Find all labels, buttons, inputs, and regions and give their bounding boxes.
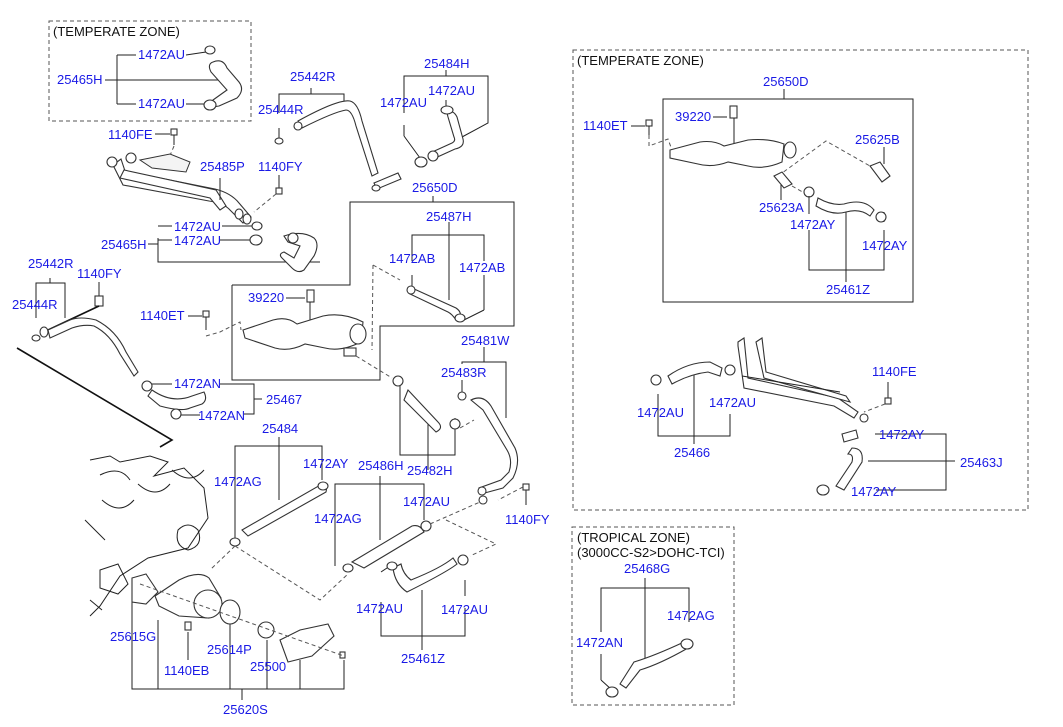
part-label-25614p[interactable]: 25614P xyxy=(207,642,252,657)
part-label-1472au[interactable]: 1472AU xyxy=(174,219,221,234)
part-label-1472au[interactable]: 1472AU xyxy=(403,494,450,509)
hose-25465h-tz xyxy=(105,45,243,111)
pipe-assembly-right xyxy=(650,337,955,496)
part-label-1472au[interactable]: 1472AU xyxy=(138,96,185,111)
part-label-1140fy[interactable]: 1140FY xyxy=(258,159,303,174)
part-label-25486h[interactable]: 25486H xyxy=(358,458,404,473)
part-label-1472ag[interactable]: 1472AG xyxy=(314,511,362,526)
temperate-zone-box-right xyxy=(572,49,1029,511)
part-label-1140fy[interactable]: 1140FY xyxy=(505,512,550,527)
part-label-1472ag[interactable]: 1472AG xyxy=(214,474,262,489)
part-label-1472ay[interactable]: 1472AY xyxy=(851,484,897,499)
part-label-25466[interactable]: 25466 xyxy=(674,445,711,460)
part-label-1140eb[interactable]: 1140EB xyxy=(164,663,210,678)
part-label-25444r[interactable]: 25444R xyxy=(258,102,304,117)
part-label-25465h[interactable]: 25465H xyxy=(101,237,147,252)
part-label-1472an[interactable]: 1472AN xyxy=(174,376,221,391)
part-label-1140fe[interactable]: 1140FE xyxy=(872,364,917,379)
part-label-25442r[interactable]: 25442R xyxy=(290,69,336,84)
part-label-1472ab[interactable]: 1472AB xyxy=(459,260,506,275)
part-label-25623a[interactable]: 25623A xyxy=(759,200,804,215)
part-label-25487h[interactable]: 25487H xyxy=(426,209,472,224)
part-label-25444r[interactable]: 25444R xyxy=(12,297,58,312)
hose-25486h xyxy=(334,476,498,573)
hose-25468g xyxy=(600,578,694,698)
part-label-1472an[interactable]: 1472AN xyxy=(198,408,245,423)
part-label-1472ay[interactable]: 1472AY xyxy=(790,217,836,232)
pipe-25481w xyxy=(457,347,530,505)
engine-block xyxy=(84,455,209,617)
part-label-25463j[interactable]: 25463J xyxy=(960,455,1003,470)
part-label-25461z[interactable]: 25461Z xyxy=(826,282,871,297)
hose-25484h xyxy=(403,70,489,168)
part-label-25483r[interactable]: 25483R xyxy=(441,365,487,380)
zone-header-temperate-left: (TEMPERATE ZONE) xyxy=(53,24,180,39)
hose-25484 xyxy=(209,437,349,601)
zone-header-tropical: (TROPICAL ZONE) xyxy=(577,530,690,545)
pipe-25442r-left xyxy=(16,278,174,448)
part-label-1140fe[interactable]: 1140FE xyxy=(108,127,153,142)
temperate-zone-box-left xyxy=(48,20,252,122)
part-label-25615g[interactable]: 25615G xyxy=(110,629,157,644)
part-label-1472au[interactable]: 1472AU xyxy=(174,233,221,248)
part-label-25442r[interactable]: 25442R xyxy=(28,256,74,271)
part-label-25650d[interactable]: 25650D xyxy=(412,180,458,195)
part-label-1140et[interactable]: 1140ET xyxy=(140,308,185,323)
pipe-25485p xyxy=(106,128,283,225)
part-label-1472au[interactable]: 1472AU xyxy=(441,602,488,617)
hose-25482h xyxy=(392,375,475,470)
zone-header-tropical-engine: (3000CC-S2>DOHC-TCI) xyxy=(577,545,725,560)
hose-25467 xyxy=(141,380,262,420)
hose-25465h xyxy=(148,221,320,273)
part-label-25481w[interactable]: 25481W xyxy=(461,333,510,348)
part-label-25484[interactable]: 25484 xyxy=(262,421,299,436)
hose-25461z-bottom xyxy=(380,554,469,650)
part-label-25500[interactable]: 25500 xyxy=(250,659,287,674)
part-label-25461z[interactable]: 25461Z xyxy=(401,651,446,666)
part-label-1472au[interactable]: 1472AU xyxy=(380,95,427,110)
part-label-1140et[interactable]: 1140ET xyxy=(583,118,628,133)
part-label-1472au[interactable]: 1472AU xyxy=(428,83,475,98)
tropical-zone-box xyxy=(571,526,735,706)
thermostat-housing-25650d-mid xyxy=(231,196,515,381)
part-label-25465h[interactable]: 25465H xyxy=(57,72,103,87)
part-label-25468g[interactable]: 25468G xyxy=(624,561,671,576)
part-label-25482h[interactable]: 25482H xyxy=(407,463,453,478)
part-label-25484h[interactable]: 25484H xyxy=(424,56,470,71)
part-label-1472au[interactable]: 1472AU xyxy=(356,601,403,616)
part-label-1472ay[interactable]: 1472AY xyxy=(879,427,925,442)
part-label-25467[interactable]: 25467 xyxy=(266,392,303,407)
zone-header-temperate-right: (TEMPERATE ZONE) xyxy=(577,53,704,68)
part-label-39220[interactable]: 39220 xyxy=(248,290,285,305)
part-label-1472ag[interactable]: 1472AG xyxy=(667,608,715,623)
thermostat-housing-25650d-right xyxy=(631,89,914,303)
part-label-25650d[interactable]: 25650D xyxy=(763,74,809,89)
part-label-25620s[interactable]: 25620S xyxy=(223,702,268,717)
part-label-1472an[interactable]: 1472AN xyxy=(576,635,623,650)
bolt-1140et-mid xyxy=(188,310,242,337)
part-label-1472au[interactable]: 1472AU xyxy=(709,395,756,410)
part-label-1472ab[interactable]: 1472AB xyxy=(389,251,436,266)
thermostat-assembly-25620s xyxy=(131,573,346,700)
part-label-25485p[interactable]: 25485P xyxy=(200,159,245,174)
part-label-1472ay[interactable]: 1472AY xyxy=(303,456,349,471)
part-label-1140fy[interactable]: 1140FY xyxy=(77,266,122,281)
part-label-1472au[interactable]: 1472AU xyxy=(637,405,684,420)
part-label-1472ay[interactable]: 1472AY xyxy=(862,238,908,253)
part-label-39220[interactable]: 39220 xyxy=(675,109,712,124)
part-label-25625b[interactable]: 25625B xyxy=(855,132,900,147)
pipe-25442r-top xyxy=(274,88,402,192)
part-label-1472au[interactable]: 1472AU xyxy=(138,47,185,62)
